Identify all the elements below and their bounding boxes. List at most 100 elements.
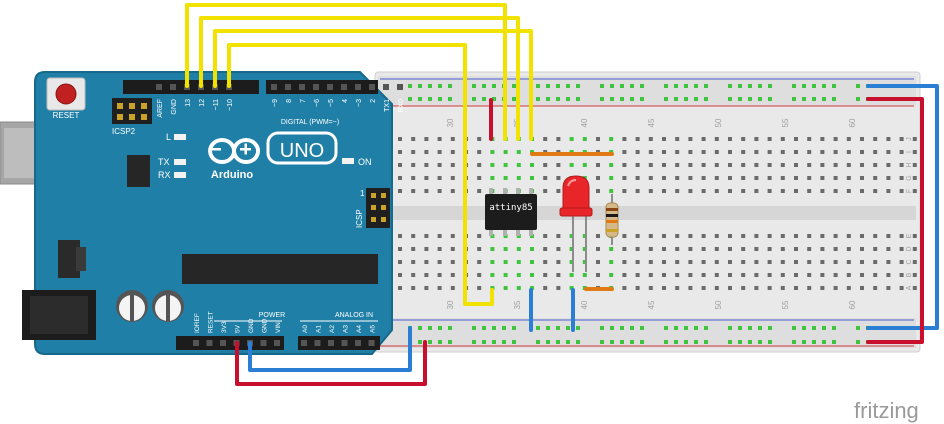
rail-hole <box>610 326 614 330</box>
breadboard-hole <box>675 163 680 167</box>
rail-hole <box>748 340 752 344</box>
breadboard-hole <box>860 163 864 167</box>
breadboard-hole <box>635 260 640 264</box>
breadboard-hole <box>912 163 917 167</box>
breadboard-hole <box>714 137 719 141</box>
blue-wire-gnd <box>248 326 412 372</box>
column-number-bottom: 60 <box>848 300 857 309</box>
breadboard-hole <box>886 163 891 167</box>
yellow-wire-pin10 <box>227 43 494 306</box>
row-letter: I <box>906 151 913 153</box>
breadboard-hole <box>398 234 402 238</box>
breadboard-hole <box>807 189 812 193</box>
rail-hole <box>576 326 580 330</box>
rail-hole <box>694 97 698 101</box>
breadboard-hole <box>833 247 838 251</box>
breadboard-hole <box>516 286 521 290</box>
breadboard-hole <box>846 286 851 290</box>
breadboard-hole <box>820 163 825 167</box>
breadboard-hole <box>873 189 878 193</box>
breadboard-hole <box>622 163 627 167</box>
breadboard-hole <box>754 234 759 238</box>
rail-hole <box>418 84 422 88</box>
column-number-bottom: 55 <box>781 300 790 309</box>
rail-hole <box>694 84 698 88</box>
breadboard-hole <box>543 189 548 193</box>
breadboard-hole <box>780 137 785 141</box>
rail-hole <box>600 326 604 330</box>
breadboard-hole <box>860 247 864 251</box>
breadboard-hole <box>754 137 759 141</box>
rail-hole <box>738 97 742 101</box>
rail-hole <box>704 340 708 344</box>
breadboard-hole <box>543 286 548 290</box>
rail-hole <box>728 84 732 88</box>
breadboard-hole <box>477 189 482 193</box>
rail-hole <box>576 97 580 101</box>
breadboard-hole <box>411 286 416 290</box>
rail-hole <box>684 340 688 344</box>
breadboard-hole <box>411 234 416 238</box>
breadboard-hole <box>622 176 627 180</box>
rail-hole <box>546 340 550 344</box>
rail-hole <box>502 326 506 330</box>
column-number-bottom: 45 <box>647 300 656 309</box>
breadboard-hole <box>912 234 917 238</box>
breadboard-hole <box>741 260 746 264</box>
breadboard-hole <box>701 137 706 141</box>
breadboard-hole <box>899 176 904 180</box>
breadboard-hole <box>767 176 772 180</box>
rail-hole <box>600 97 604 101</box>
rail-hole <box>556 326 560 330</box>
breadboard-hole <box>530 176 534 180</box>
analog-pin-label: A5 <box>370 325 377 333</box>
rail-hole <box>748 84 752 88</box>
column-number-top: 50 <box>714 118 723 127</box>
breadboard-hole <box>688 260 693 264</box>
icsp2-pin <box>129 103 135 109</box>
breadboard-hole <box>714 234 719 238</box>
breadboard-hole <box>767 189 772 193</box>
breadboard-hole <box>675 137 680 141</box>
digital-pin-label: RX0 <box>398 99 405 113</box>
breadboard-hole <box>780 286 785 290</box>
row-letter: C <box>906 259 913 264</box>
breadboard-hole <box>780 260 785 264</box>
power-pin-label: 5V <box>235 324 242 333</box>
breadboard-hole <box>490 273 495 277</box>
breadboard-hole <box>780 247 785 251</box>
rail-hole <box>556 340 560 344</box>
breadboard-hole <box>846 163 851 167</box>
breadboard-hole <box>860 234 864 238</box>
breadboard-hole <box>450 163 455 167</box>
breadboard-hole <box>820 137 825 141</box>
breadboard-hole <box>767 137 772 141</box>
breadboard-hole <box>543 163 548 167</box>
rail-hole <box>748 326 752 330</box>
row-letter: J <box>906 137 913 141</box>
breadboard-hole <box>820 189 825 193</box>
breadboard-hole <box>899 260 904 264</box>
led-l <box>174 134 186 140</box>
breadboard-hole <box>424 150 429 154</box>
rail-hole <box>620 84 624 88</box>
breadboard-hole <box>767 286 772 290</box>
breadboard-hole <box>846 247 851 251</box>
breadboard-hole <box>450 137 455 141</box>
breadboard-hole <box>543 273 548 277</box>
rail-hole <box>694 326 698 330</box>
breadboard-hole <box>754 176 759 180</box>
breadboard-hole <box>622 247 627 251</box>
rail-hole <box>822 326 826 330</box>
rail-hole <box>512 326 516 330</box>
rail-hole <box>792 97 796 101</box>
breadboard-hole <box>556 273 561 277</box>
rail-hole <box>738 340 742 344</box>
breadboard-hole <box>437 137 442 141</box>
breadboard-hole <box>912 273 917 277</box>
resistor <box>605 194 619 245</box>
breadboard-hole <box>741 273 746 277</box>
breadboard-hole <box>780 150 785 154</box>
rail-hole <box>492 84 496 88</box>
breadboard-hole <box>886 234 891 238</box>
